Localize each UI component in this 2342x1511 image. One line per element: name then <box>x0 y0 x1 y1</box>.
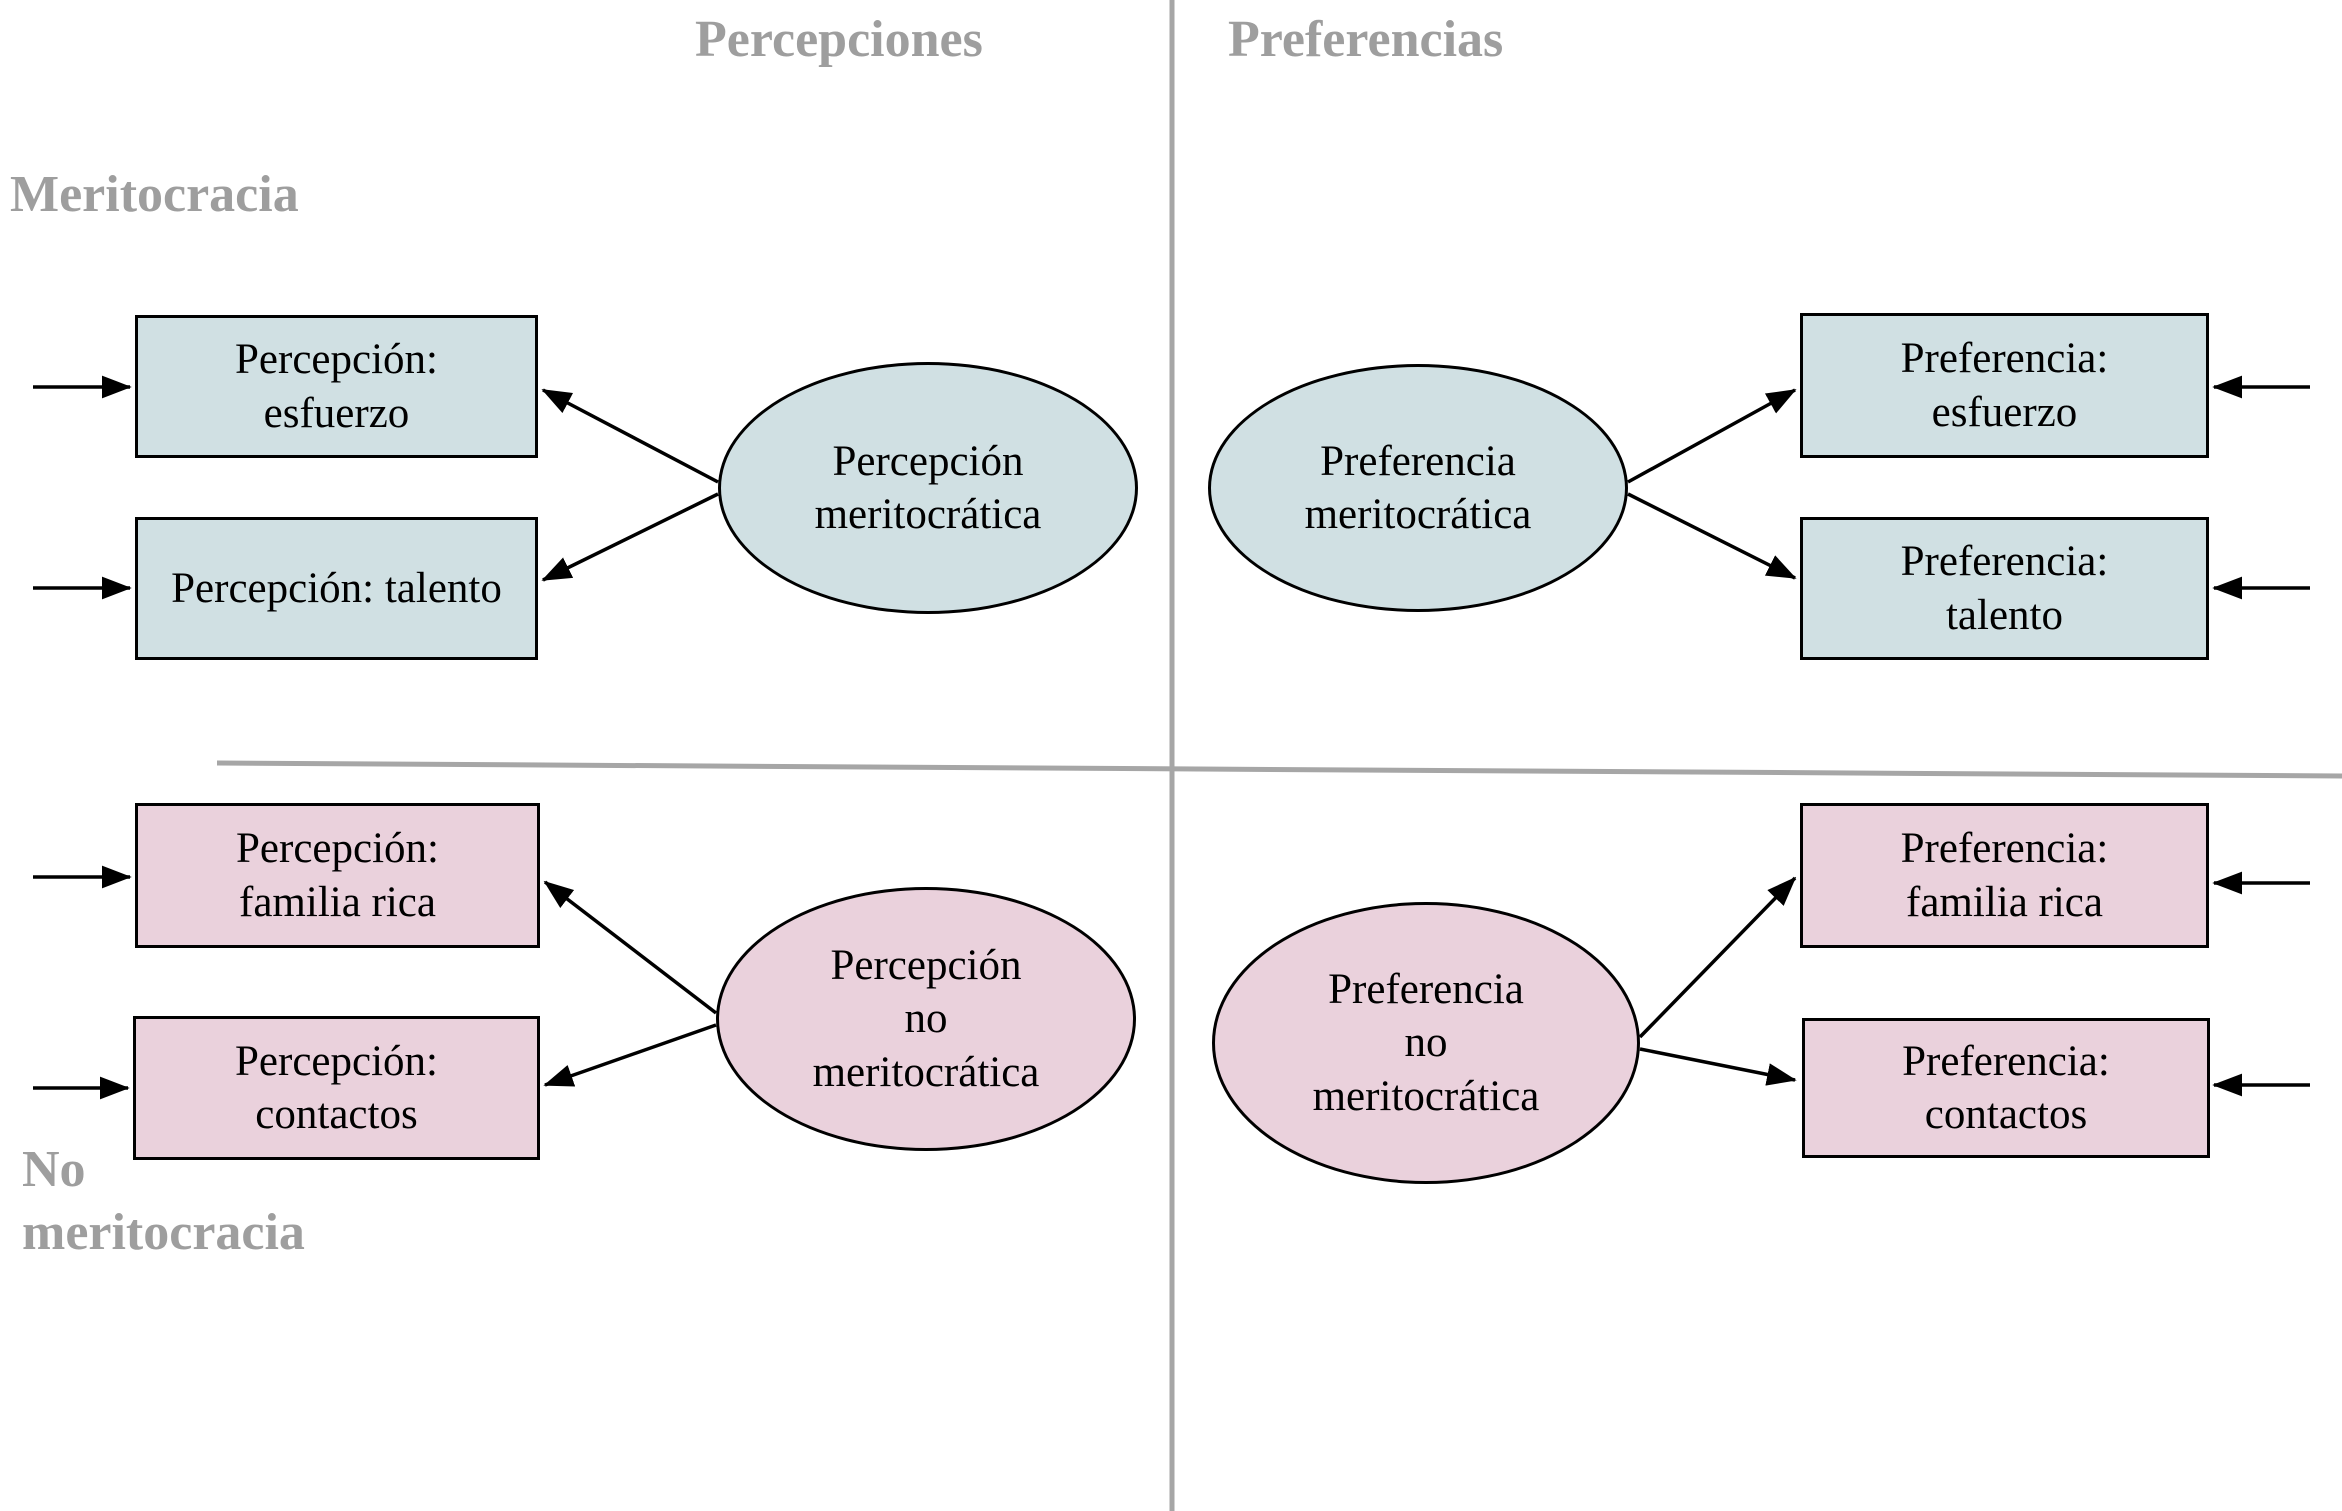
indicator-label: Percepción: <box>235 336 438 384</box>
indicator-label: contactos <box>1924 1091 2088 1138</box>
latent-label: Percepción <box>830 942 1022 990</box>
indicator-box-percepcion-contactos: Percepción: contactos <box>133 1016 540 1160</box>
latent-label: meritocrática <box>814 491 1042 538</box>
loading-preferencia-no-meritocratica-contactos <box>1639 1047 1797 1086</box>
indicator-box-percepcion-familia-rica: Percepción: familia rica <box>135 803 540 948</box>
indicator-label: Preferencia: <box>1900 825 2109 873</box>
indicator-box-percepcion-esfuerzo: Percepción: esfuerzo <box>135 315 538 458</box>
latent-label: no <box>1404 1019 1448 1067</box>
indicator-box-preferencia-esfuerzo: Preferencia: esfuerzo <box>1800 313 2209 458</box>
indicator-box-preferencia-contactos: Preferencia: contactos <box>1802 1018 2210 1158</box>
indicator-label: familia rica <box>239 878 436 926</box>
row-label-no-meritocracia-line2: meritocracia <box>22 1204 305 1262</box>
indicator-label: Preferencia: <box>1900 538 2109 586</box>
latent-label: no <box>904 995 948 1043</box>
indicator-label: esfuerzo <box>1931 388 2078 436</box>
latent-label: Percepción <box>832 437 1024 485</box>
indicator-label: Preferencia: <box>1902 1037 2110 1085</box>
indicator-label: Preferencia: <box>1900 335 2109 383</box>
indicator-box-preferencia-familia-rica: Preferencia: familia rica <box>1800 803 2209 948</box>
indicator-label: Percepción: <box>235 1037 438 1085</box>
loading-preferencia-meritocratica-esfuerzo <box>1627 388 1797 484</box>
latent-ellipse-percepcion-meritocratica: Percepción meritocrática <box>718 362 1138 614</box>
indicator-label: esfuerzo <box>263 389 410 437</box>
latent-label: Preferencia <box>1320 437 1516 485</box>
indicator-label: Percepción: talento <box>171 564 502 612</box>
loading-percepcion-meritocratica-talento <box>541 492 719 582</box>
row-label-no-meritocracia-line1: No <box>22 1141 86 1198</box>
row-label-meritocracia: Meritocracia <box>10 166 299 223</box>
column-label-preferencias: Preferencias <box>1228 11 1504 68</box>
latent-label: Preferencia <box>1328 966 1524 1014</box>
loading-percepcion-meritocratica-esfuerzo <box>541 388 719 484</box>
indicator-box-preferencia-talento: Preferencia: talento <box>1800 517 2209 660</box>
indicator-label: familia rica <box>1906 878 2103 926</box>
latent-ellipse-preferencia-no-meritocratica: Preferencia no meritocrática <box>1212 902 1640 1184</box>
latent-label: meritocrática <box>1304 491 1532 538</box>
indicator-box-percepcion-talento: Percepción: talento <box>135 517 538 660</box>
latent-label: meritocrática <box>812 1048 1040 1096</box>
loading-percepcion-no-meritocratica-familia-rica <box>543 880 718 1015</box>
indicator-label: talento <box>1945 591 2063 639</box>
latent-ellipse-percepcion-no-meritocratica: Percepción no meritocrática <box>716 887 1136 1151</box>
indicator-label: Percepción: <box>236 825 439 873</box>
divider-horizontal <box>216 760 2342 779</box>
latent-label: meritocrática <box>1312 1072 1540 1120</box>
loading-preferencia-meritocratica-talento <box>1627 492 1797 580</box>
indicator-label: contactos <box>255 1091 418 1138</box>
column-label-percepciones: Percepciones <box>695 11 983 68</box>
loading-preferencia-no-meritocratica-familia-rica <box>1638 876 1797 1039</box>
loading-percepcion-no-meritocratica-contactos <box>543 1023 717 1087</box>
latent-ellipse-preferencia-meritocratica: Preferencia meritocrática <box>1208 364 1628 612</box>
row-label-no-meritocracia: No meritocracia <box>22 1138 305 1265</box>
